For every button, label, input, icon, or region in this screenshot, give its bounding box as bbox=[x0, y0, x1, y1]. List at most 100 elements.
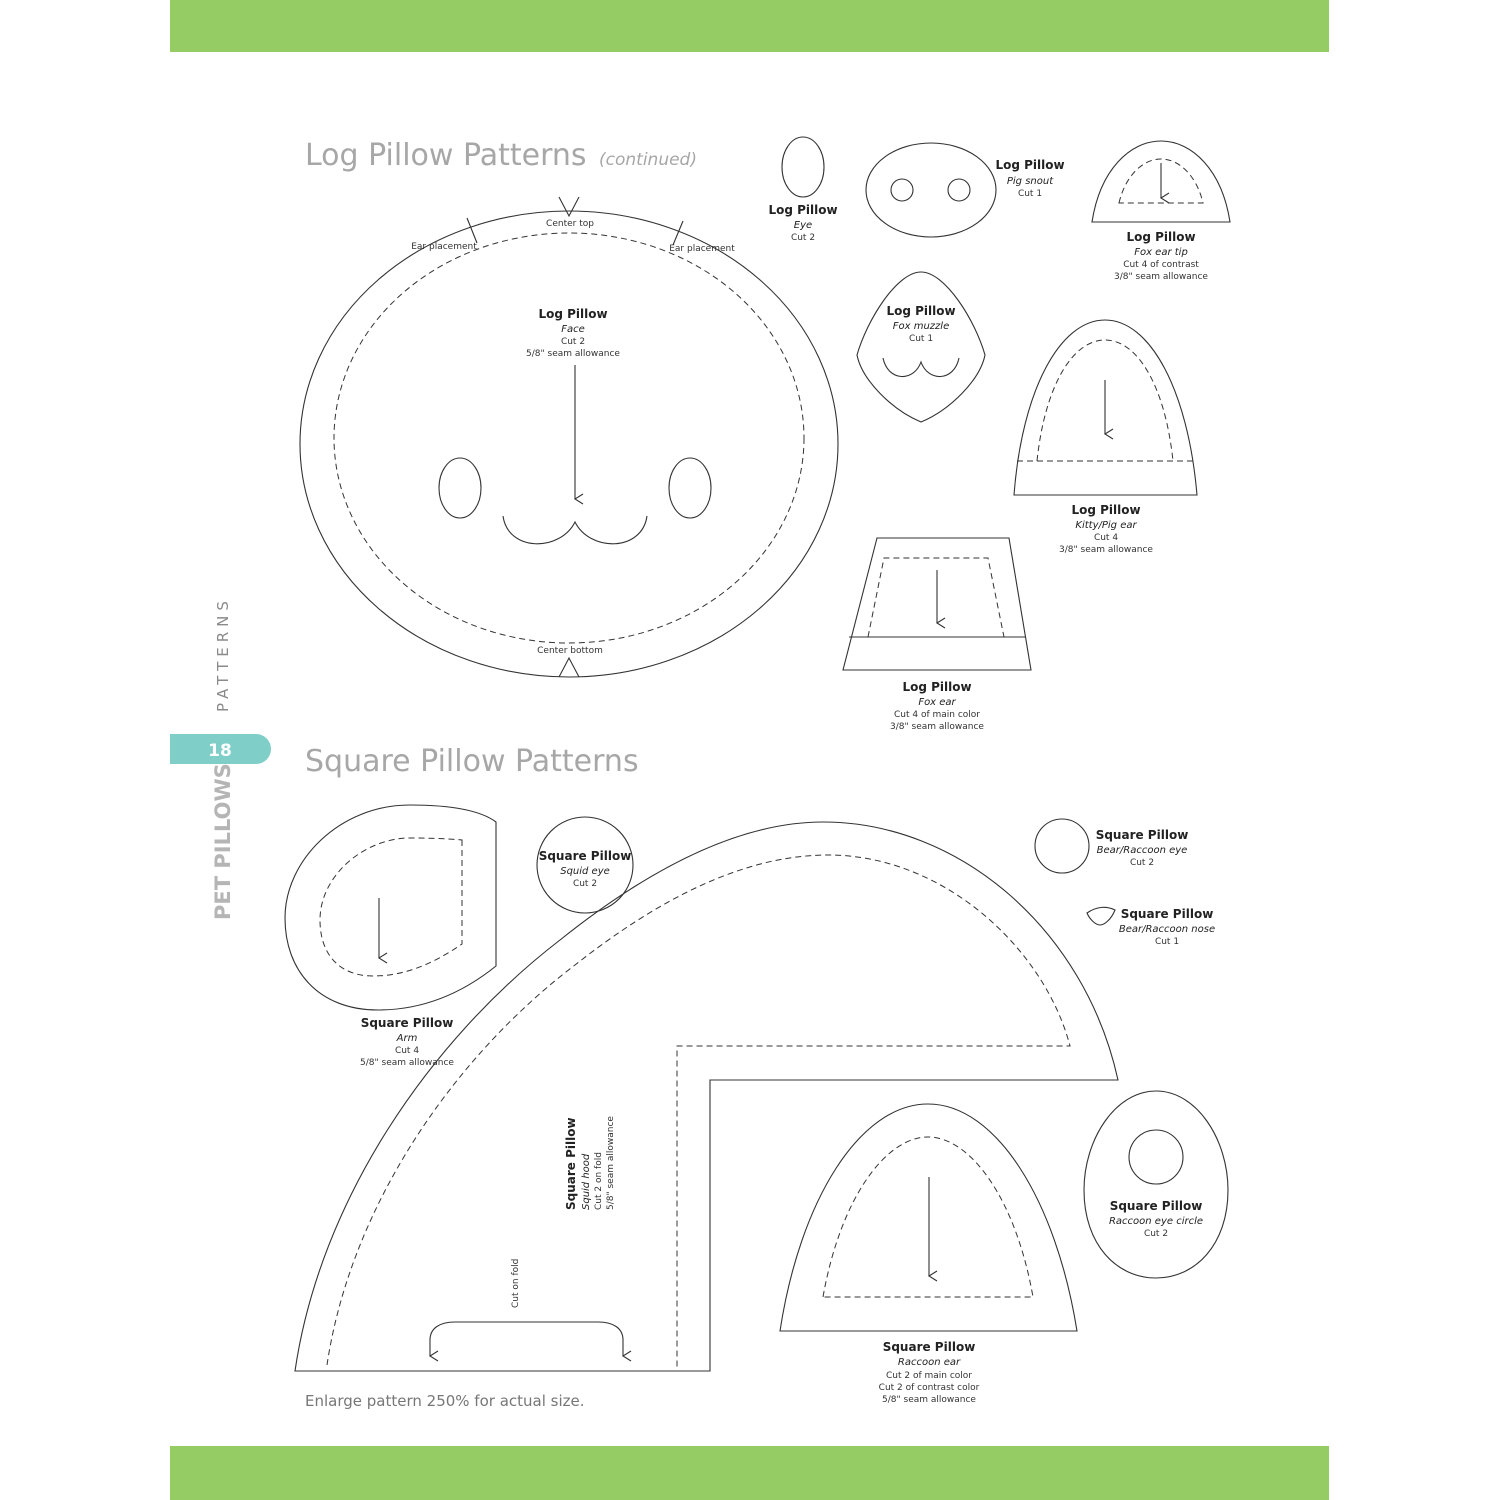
piece-title: Squid hood bbox=[581, 1153, 592, 1210]
fold-arrow bbox=[430, 1321, 623, 1356]
ear-outline bbox=[1013, 319, 1198, 496]
piece-cut: Cut 1 bbox=[909, 334, 933, 344]
piece-cut: Cut 4 of contrast bbox=[1123, 260, 1199, 270]
piece-name: Log Pillow bbox=[886, 304, 955, 318]
piece-title: Eye bbox=[794, 220, 812, 231]
piece-title: Fox muzzle bbox=[893, 321, 949, 332]
piece-cut: Cut 4 bbox=[395, 1046, 419, 1056]
piece-title: Raccoon eye circle bbox=[1109, 1216, 1203, 1227]
piece-seam: 3/8" seam allowance bbox=[1114, 272, 1208, 282]
piece-name: Log Pillow bbox=[902, 680, 971, 694]
piece-cut: Cut 2 bbox=[791, 233, 815, 243]
ear-tip-seam-line bbox=[1118, 158, 1204, 204]
piece-title: Pig snout bbox=[1007, 176, 1054, 187]
log-section-title: Log Pillow Patterns (continued) bbox=[305, 138, 697, 173]
face-eye-right bbox=[668, 457, 712, 519]
piece-title: Arm bbox=[396, 1033, 418, 1044]
piece-cut: Cut 2 bbox=[1144, 1229, 1168, 1239]
piece-cut: Cut 2 bbox=[1130, 858, 1154, 868]
snout-outline bbox=[865, 142, 997, 238]
piece-cut: Cut 1 bbox=[1155, 937, 1179, 947]
piece-cut: Cut 2 of main color bbox=[886, 1371, 972, 1381]
piece-name: Log Pillow bbox=[768, 203, 837, 217]
fox-muzzle-piece: Log Pillow Fox muzzle Cut 1 bbox=[856, 271, 986, 423]
piece-cut: Cut 1 bbox=[1018, 189, 1042, 199]
piece-seam: 5/8" seam allowance bbox=[606, 1116, 616, 1210]
ear-placement-mark-right bbox=[672, 220, 684, 246]
muzzle-mouth bbox=[882, 357, 960, 378]
piece-title: Kitty/Pig ear bbox=[1075, 520, 1137, 531]
hood-seam-line bbox=[326, 854, 1071, 1371]
squid-eye-outline bbox=[536, 816, 634, 914]
piece-cut: Cut 4 of main color bbox=[894, 710, 980, 720]
piece-title: Fox ear bbox=[918, 697, 956, 708]
piece-cut: Cut 2 bbox=[573, 879, 597, 889]
kitty-pig-ear-piece: Log Pillow Kitty/Pig ear Cut 4 3/8" seam… bbox=[1013, 319, 1198, 555]
arm-seam-line bbox=[319, 837, 463, 977]
center-top-notch bbox=[558, 196, 580, 218]
center-bottom-label: Center bottom bbox=[537, 646, 603, 656]
log-face-piece: Center top Center bottom Ear placement E… bbox=[299, 196, 839, 678]
face-outline bbox=[299, 210, 839, 678]
raccoon-eye-circle-piece: Square Pillow Raccoon eye circle Cut 2 bbox=[1083, 1090, 1229, 1279]
piece-seam: 3/8" seam allowance bbox=[1059, 545, 1153, 555]
piece-seam: 3/8" seam allowance bbox=[890, 722, 984, 732]
raccoon-ear-seam-line bbox=[822, 1136, 1034, 1298]
piece-title: Bear/Raccoon nose bbox=[1119, 924, 1215, 935]
nostril-right bbox=[947, 178, 971, 202]
fox-ear-piece: Log Pillow Fox ear Cut 4 of main color 3… bbox=[842, 537, 1032, 732]
ear-placement-label-left: Ear placement bbox=[411, 242, 477, 252]
piece-name: Square Pillow bbox=[1096, 828, 1189, 842]
section-label: PATTERNS bbox=[214, 596, 232, 712]
piece-name: Square Pillow bbox=[883, 1340, 976, 1354]
piece-cut-contrast: Cut 2 of contrast color bbox=[879, 1383, 980, 1393]
piece-name: Log Pillow bbox=[995, 158, 1064, 172]
ear-placement-label-right: Ear placement bbox=[669, 244, 735, 254]
nose-outline bbox=[1086, 906, 1116, 926]
piece-seam: 5/8" seam allowance bbox=[526, 349, 620, 359]
face-mouth bbox=[502, 515, 648, 545]
center-bottom-notch bbox=[558, 656, 580, 678]
muzzle-outline bbox=[856, 271, 986, 423]
piece-name: Square Pillow bbox=[539, 849, 632, 863]
piece-title: Squid eye bbox=[560, 866, 610, 877]
piece-title: Fox ear tip bbox=[1134, 247, 1188, 258]
page-number: 18 bbox=[208, 741, 232, 761]
pig-snout-piece: Log Pillow Pig snout Cut 1 bbox=[865, 142, 1065, 238]
top-color-band bbox=[170, 0, 1329, 52]
bear-raccoon-eye-piece: Square Pillow Bear/Raccoon eye Cut 2 bbox=[1034, 818, 1189, 874]
ear-placement-mark-left bbox=[466, 217, 478, 244]
hood-outline bbox=[294, 821, 1119, 1372]
piece-title: Bear/Raccoon eye bbox=[1097, 845, 1188, 856]
piece-name: Square Pillow bbox=[361, 1016, 454, 1030]
square-arm-piece: Square Pillow Arm Cut 4 5/8" seam allowa… bbox=[284, 804, 497, 1068]
arm-outline bbox=[284, 804, 497, 1011]
piece-name: Square Pillow bbox=[564, 1117, 578, 1210]
face-eye-left bbox=[438, 457, 482, 519]
piece-cut: Cut 2 bbox=[561, 337, 585, 347]
piece-cut: Cut 2 on fold bbox=[594, 1152, 604, 1210]
piece-seam: 5/8" seam allowance bbox=[882, 1395, 976, 1405]
piece-seam: 5/8" seam allowance bbox=[360, 1058, 454, 1068]
face-seam-line bbox=[333, 232, 805, 644]
log-eye-piece: Log Pillow Eye Cut 2 bbox=[768, 136, 838, 243]
page-number-tab-corner bbox=[170, 734, 200, 764]
squid-eye-piece: Square Pillow Squid eye Cut 2 bbox=[536, 816, 634, 914]
hood-label: Square Pillow Squid hood Cut 2 on fold 5… bbox=[564, 1116, 616, 1210]
fox-ear-outline bbox=[842, 537, 1032, 671]
piece-name: Log Pillow bbox=[1126, 230, 1195, 244]
eye-outline bbox=[781, 136, 825, 198]
page-tab: 18 bbox=[170, 734, 271, 764]
bear-raccoon-nose-piece: Square Pillow Bear/Raccoon nose Cut 1 bbox=[1086, 906, 1215, 947]
piece-name: Square Pillow bbox=[1110, 1199, 1203, 1213]
eye-circle-outline bbox=[1083, 1090, 1229, 1279]
squid-hood-piece: Cut on fold Square Pillow Squid hood Cut… bbox=[294, 821, 1119, 1372]
nostril-left bbox=[890, 178, 914, 202]
bear-eye-outline bbox=[1034, 818, 1090, 874]
raccoon-ear-outline bbox=[779, 1103, 1078, 1332]
piece-name: Log Pillow bbox=[538, 307, 607, 321]
square-section-title: Square Pillow Patterns bbox=[305, 744, 639, 779]
book-brand: PET PILLOWS bbox=[211, 763, 235, 920]
cut-on-fold-label: Cut on fold bbox=[511, 1259, 521, 1308]
